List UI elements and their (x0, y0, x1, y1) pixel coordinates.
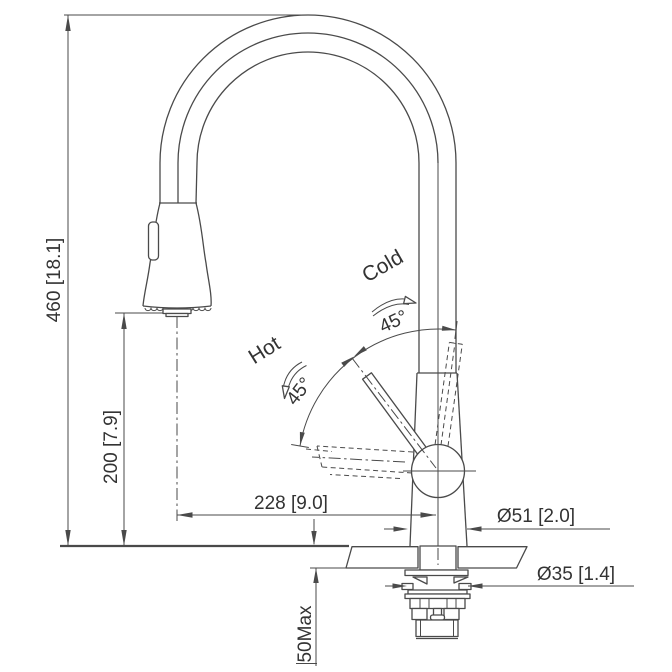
hot-direction-arrow (281, 361, 307, 400)
handle-position-hot-dashed (311, 445, 414, 479)
handle-swing-arc (281, 295, 458, 452)
handle-bisector-line (351, 357, 437, 469)
dimension-spout-clearance (115, 312, 164, 546)
countertop (60, 544, 528, 569)
sprayer-release-button (147, 221, 160, 261)
mounting-hardware (401, 545, 472, 640)
spout-reach-label: 228 [9.0] (254, 493, 328, 514)
dimension-spout-reach (177, 512, 436, 518)
cold-direction-arrow (371, 295, 417, 317)
handle-position-cold-dashed (434, 341, 463, 447)
spray-face-step (162, 308, 192, 315)
deck-thickness-label: 50Max (295, 605, 316, 663)
dimension-hole-diameter (385, 583, 634, 589)
dimension-deck-thickness (296, 519, 346, 666)
spray-head (142, 202, 212, 521)
hot-label: Hot (245, 332, 285, 369)
dimension-overall-height (64, 14, 313, 546)
cold-label: Cold (358, 246, 407, 288)
under-deck-flange (404, 569, 469, 577)
mounting-nut (409, 597, 466, 610)
hot-angle-label: 45° (283, 374, 317, 410)
dimension-base-diameter (384, 526, 610, 532)
countertop-left-slab (345, 546, 419, 569)
overall-height-label: 460 [18.1] (44, 238, 65, 323)
faucet-spout (159, 14, 457, 373)
supply-connector (415, 619, 459, 638)
hole-diameter-label: Ø35 [1.4] (537, 564, 615, 585)
countertop-right-slab (457, 546, 528, 569)
base-diameter-label: Ø51 [2.0] (497, 506, 575, 527)
spout-clearance-label: 200 [7.9] (101, 410, 122, 484)
